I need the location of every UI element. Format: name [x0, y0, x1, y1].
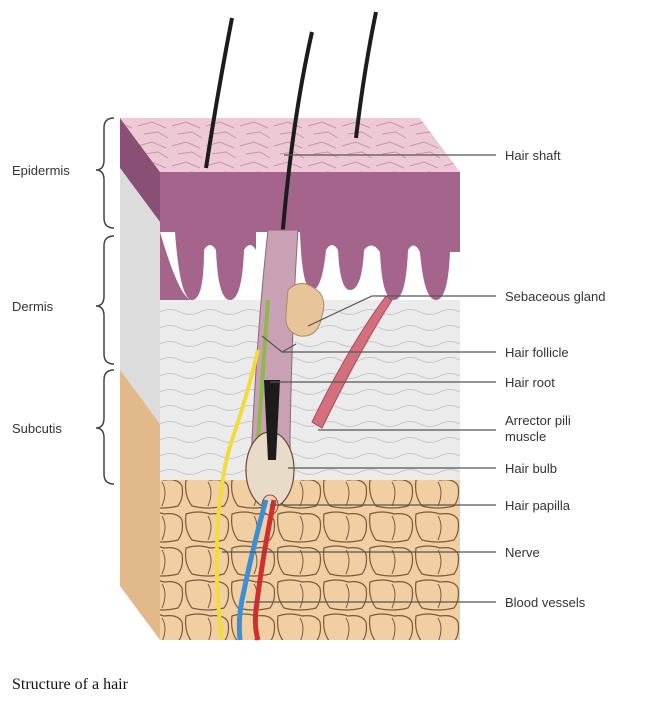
label-blood-vessels: Blood vessels	[505, 595, 586, 610]
subcutis-layer	[160, 480, 460, 640]
skin-block-front	[160, 172, 460, 640]
figure-caption: Structure of a hair	[12, 676, 128, 693]
follicle-green-sheath	[256, 299, 270, 441]
vein-shape	[236, 499, 269, 641]
epidermis-layer	[160, 172, 460, 232]
label-hair-bulb: Hair bulb	[505, 461, 557, 476]
hair-left	[204, 17, 234, 169]
label-hair-shaft: Hair shaft	[505, 148, 561, 163]
leader-lines	[222, 154, 496, 603]
leader-hair-follicle-2	[281, 343, 297, 353]
layer-label-epidermis: Epidermis	[12, 163, 70, 178]
label-arrector-pili-line1: Arrector pili	[505, 413, 571, 428]
label-hair-papilla: Hair papilla	[505, 498, 571, 513]
skin-block-side	[120, 118, 160, 640]
skin-surface	[120, 118, 460, 172]
label-sebaceous-gland: Sebaceous gland	[505, 289, 605, 304]
layer-brackets	[95, 117, 115, 485]
arrector-pili-shape	[311, 295, 393, 429]
artery-shape	[252, 499, 277, 641]
bracket-dermis	[95, 235, 115, 365]
bracket-epidermis	[95, 117, 115, 229]
label-arrector-pili-line2: muscle	[505, 429, 546, 444]
hair-right	[354, 11, 378, 139]
hair-root-core	[264, 380, 280, 460]
label-nerve: Nerve	[505, 545, 540, 560]
nerve-shape	[214, 349, 260, 641]
bracket-subcutis	[95, 369, 115, 485]
layer-label-dermis: Dermis	[12, 299, 54, 314]
epidermis-ridges	[160, 232, 460, 300]
label-hair-follicle: Hair follicle	[505, 345, 569, 360]
label-hair-root: Hair root	[505, 375, 555, 390]
sebaceous-gland-shape	[285, 283, 325, 337]
layer-label-subcutis: Subcutis	[12, 421, 62, 436]
leader-sebaceous-gland	[307, 295, 496, 327]
callout-labels: Hair shaft Sebaceous gland Hair follicle…	[505, 148, 605, 610]
